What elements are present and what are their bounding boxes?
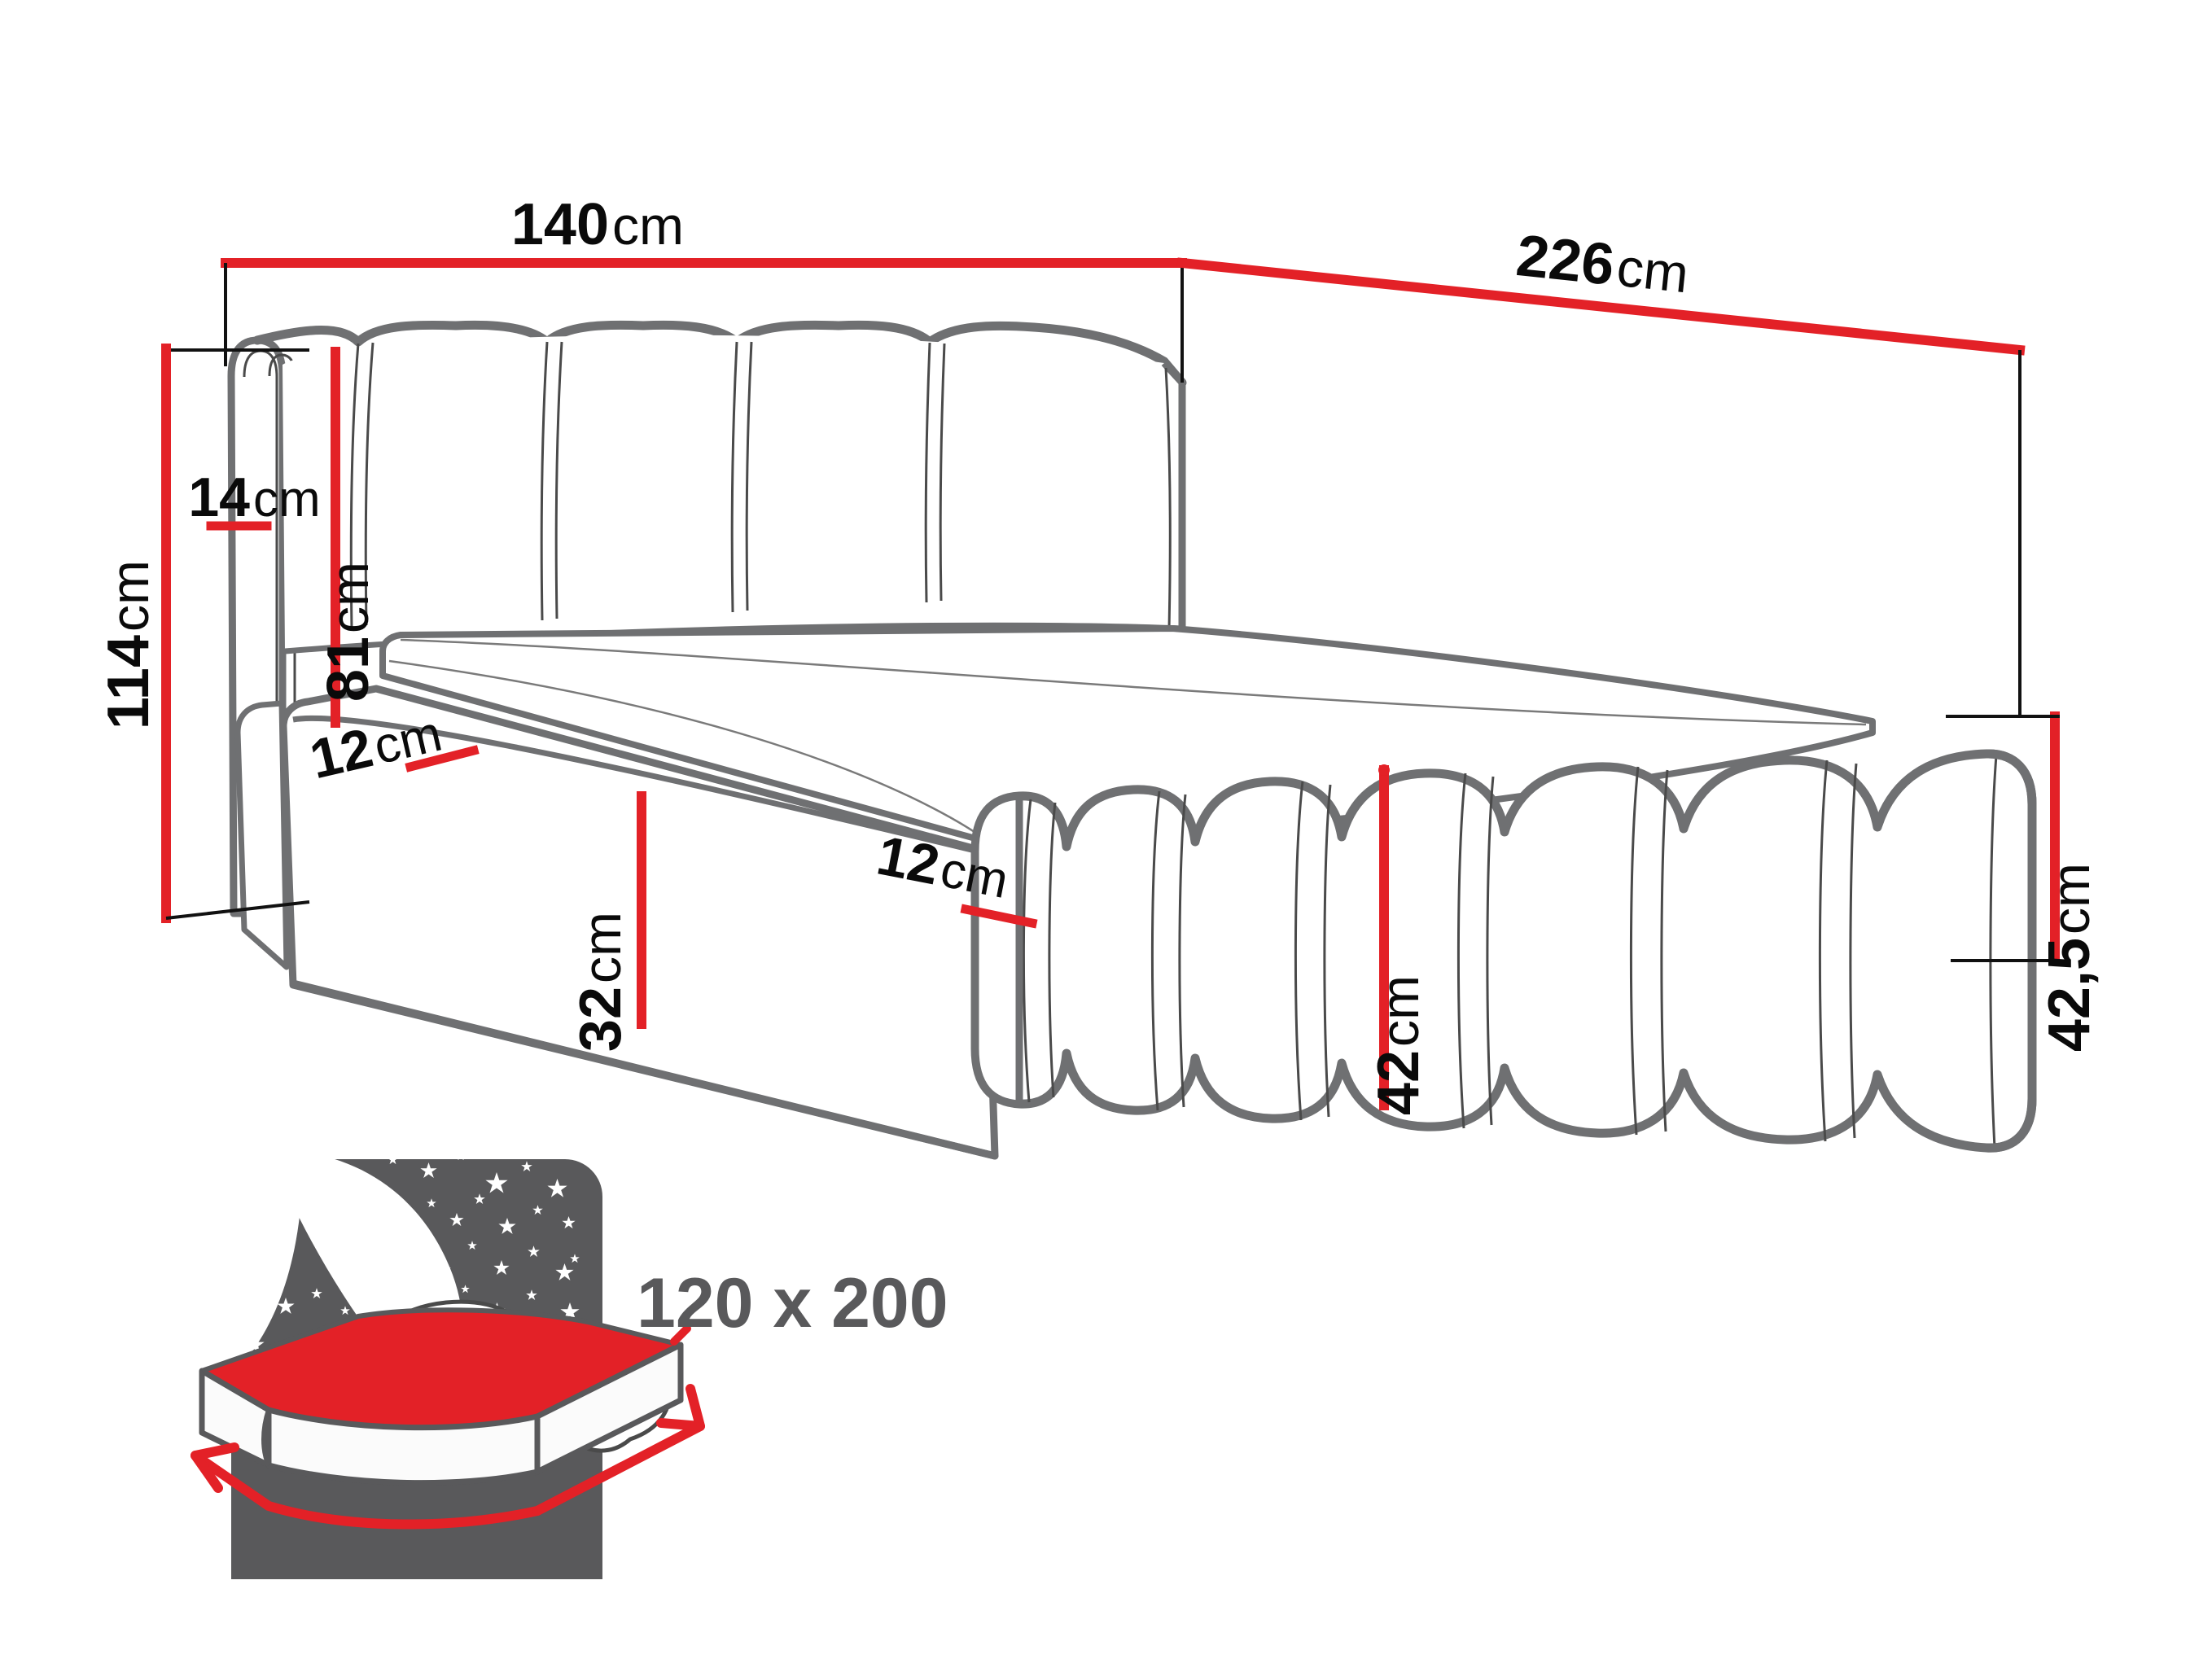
dim-114-number: 114 [96, 635, 161, 729]
dim-42-number: 42 [1366, 1050, 1431, 1115]
mattress-block [199, 1307, 684, 1486]
dimension-12-left: 12 cm [304, 706, 480, 790]
dim-81-unit: cm [319, 562, 379, 633]
dim-14-number: 14 [188, 466, 250, 528]
dim-42-unit: cm [1369, 975, 1430, 1047]
dim-226-unit: cm [1614, 237, 1692, 304]
dimension-114: 114 cm [96, 344, 310, 923]
bed-illustration [227, 320, 2037, 1160]
dim-14-unit: cm [253, 471, 321, 527]
dimension-14: 14 cm [188, 466, 321, 531]
dimension-226: 226 cm [1176, 223, 2026, 716]
dim-140-unit: cm [612, 195, 684, 256]
dimension-81: 81 cm [316, 347, 381, 728]
dimension-42-5: 42,5 cm [1946, 711, 2102, 1052]
footboard [970, 749, 2037, 1153]
corner-post [971, 792, 1023, 1108]
dim-114-unit: cm [99, 560, 160, 632]
dimension-42: 42 cm [1366, 764, 1431, 1115]
dim-226-number: 226 [1513, 223, 1618, 298]
dim-42-5-unit: cm [2040, 863, 2100, 935]
dim-32-number: 32 [568, 987, 633, 1052]
dim-12-foot-unit: cm [936, 842, 1013, 910]
mattress-size-icon: 120 x 200 [191, 1149, 948, 1579]
dimension-32: 32 cm [568, 791, 646, 1052]
dim-32-unit: cm [572, 912, 632, 983]
dim-42-5-number: 42,5 [2037, 938, 2102, 1052]
dim-81-number: 81 [316, 637, 381, 702]
dimension-12-foot: 12 cm [872, 825, 1038, 929]
mattress-size-label: 120 x 200 [637, 1264, 948, 1342]
dim-12-left-number: 12 [304, 716, 379, 790]
dimension-140: 140 cm [167, 192, 1187, 383]
mattress-dimension-arrows [191, 1324, 705, 1530]
dim-12-foot-number: 12 [872, 825, 944, 897]
dim-140-number: 140 [511, 192, 609, 257]
base-left-cap [234, 700, 290, 970]
